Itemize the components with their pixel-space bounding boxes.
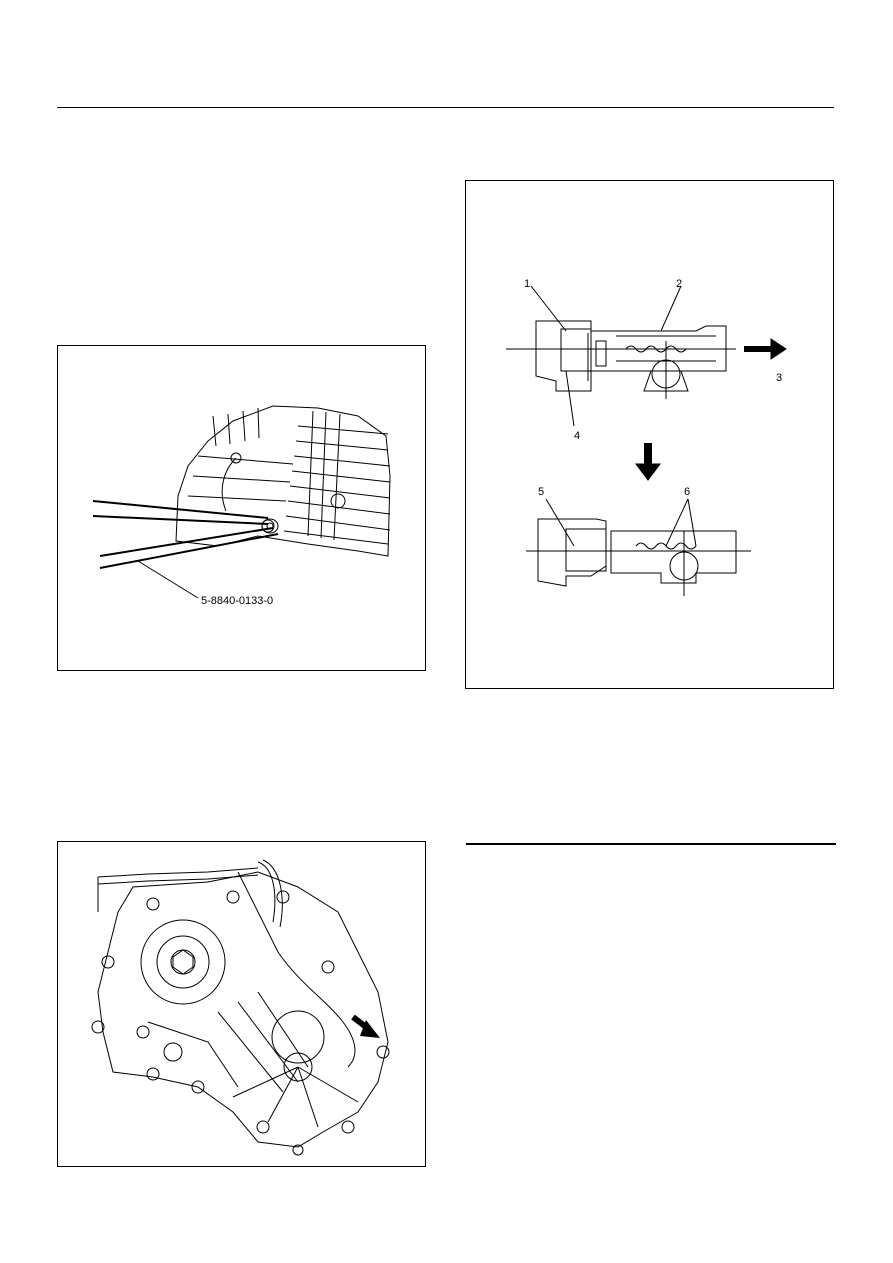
callout-6: 6	[684, 486, 691, 498]
shift-cross-section	[506, 285, 787, 596]
transmission-illustration	[91, 859, 390, 1156]
callout-1: 1	[524, 278, 531, 290]
header-rule	[57, 107, 834, 108]
engine-tool-illustration	[92, 405, 391, 599]
callout-5: 5	[538, 486, 545, 498]
callout-2: 2	[676, 278, 683, 290]
shift-mechanism-diagram: 1 2 3 4 5 6	[465, 180, 834, 689]
transmission-case-figure	[57, 841, 426, 1167]
tool-removal-figure: 5-8840-0133-0	[57, 345, 426, 671]
tool-part-number: 5-8840-0133-0	[201, 595, 274, 607]
section-rule	[466, 843, 836, 845]
callout-3: 3	[776, 372, 783, 384]
callout-4: 4	[574, 430, 581, 442]
